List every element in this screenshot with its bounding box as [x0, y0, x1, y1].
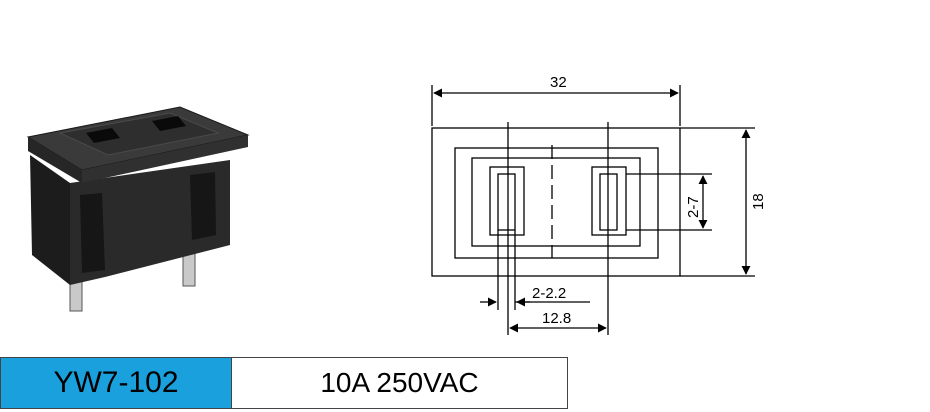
socket-slot-left	[86, 128, 120, 143]
spec-bar: YW7-102 10A 250VAC	[0, 357, 568, 409]
outer-outline	[431, 127, 681, 277]
model-number: YW7-102	[1, 358, 231, 408]
left-slot-inner	[497, 173, 516, 231]
socket-body-side	[30, 155, 70, 285]
slot-width-label: 2-2.2	[532, 285, 566, 302]
slot-spacing-label: 12.8	[542, 310, 571, 327]
slot-length-label: 2-7	[685, 196, 702, 218]
right-slot-outer	[591, 166, 627, 236]
inner-outline	[454, 147, 659, 259]
electrical-rating: 10A 250VAC	[231, 358, 567, 408]
socket-slot-right	[152, 116, 186, 131]
product-photo	[26, 106, 250, 312]
slot-frame	[471, 157, 641, 247]
left-slot-outer	[489, 166, 525, 236]
socket-body-front	[70, 160, 230, 285]
width-label: 32	[550, 74, 567, 91]
height-label: 18	[750, 193, 767, 210]
technical-drawing: 32 18 2-7 2-2.2 12.8	[431, 74, 767, 335]
